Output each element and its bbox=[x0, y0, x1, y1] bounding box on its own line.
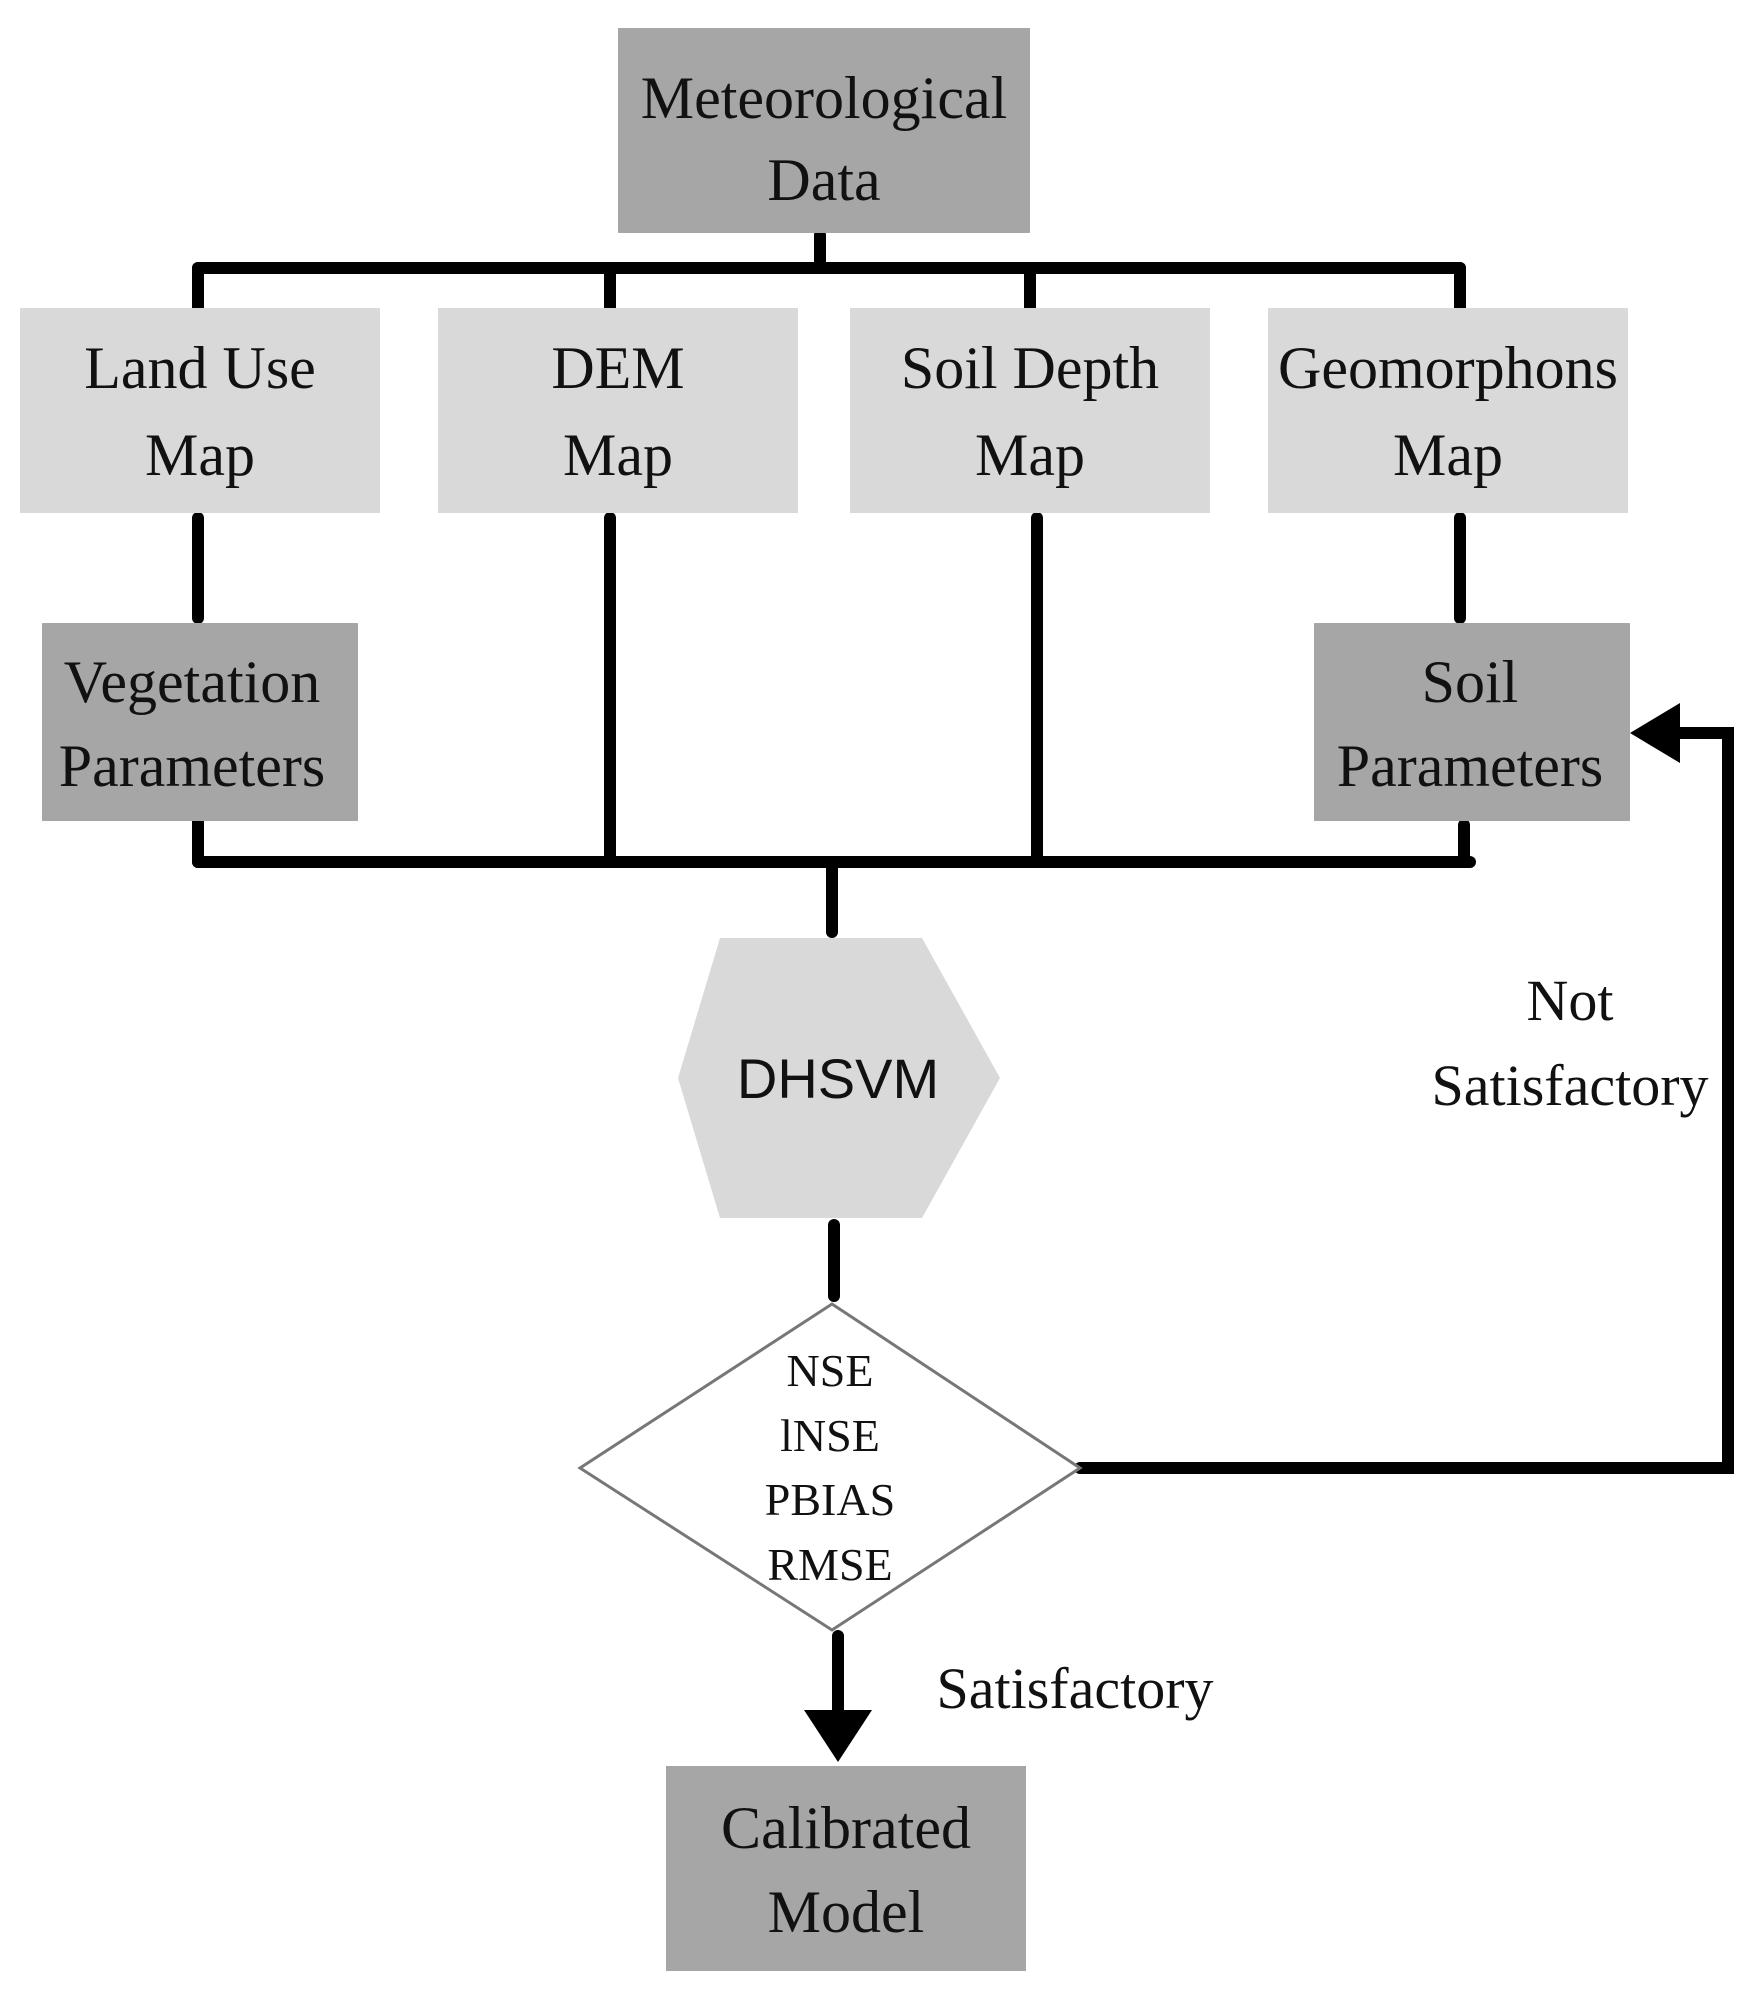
meteorological-box bbox=[618, 28, 1030, 233]
dhsvm-hexagon bbox=[678, 938, 1000, 1218]
metric-lnse: lNSE bbox=[780, 1410, 880, 1461]
satisfactory-label: Satisfactory bbox=[936, 1656, 1213, 1721]
vegetation-label-line2: Parameters bbox=[59, 733, 326, 799]
metrics-diamond bbox=[577, 1302, 1083, 1632]
land-use-label-line2: Map bbox=[145, 422, 255, 488]
dhsvm-label: DHSVM bbox=[737, 1047, 939, 1110]
node-land-use-map: Land Use Map bbox=[20, 308, 380, 513]
soil-params-box bbox=[1314, 623, 1630, 821]
soil-params-label-line1: Soil bbox=[1422, 649, 1519, 715]
calibrated-box bbox=[666, 1766, 1026, 1971]
geomorphons-label-line1: Geomorphons bbox=[1278, 335, 1618, 401]
node-metrics-decision: NSE lNSE PBIAS RMSE bbox=[577, 1302, 1083, 1632]
metric-rmse: RMSE bbox=[767, 1539, 892, 1590]
dem-label-line2: Map bbox=[563, 422, 673, 488]
land-use-label-line1: Land Use bbox=[84, 335, 316, 401]
calibrated-label-line2: Model bbox=[768, 1879, 925, 1945]
connector-feedback-loop bbox=[1074, 727, 1734, 1474]
not-satisfactory-label-line1: Not bbox=[1527, 968, 1614, 1033]
not-satisfactory-label-line2: Satisfactory bbox=[1431, 1053, 1708, 1118]
soil-params-label-line2: Parameters bbox=[1337, 733, 1604, 799]
dem-box bbox=[438, 308, 798, 513]
soil-depth-label-line2: Map bbox=[975, 422, 1085, 488]
dem-label-line1: DEM bbox=[551, 335, 684, 401]
geomorphons-label-line2: Map bbox=[1393, 422, 1503, 488]
metric-pbias: PBIAS bbox=[765, 1474, 895, 1525]
meteorological-label-line1: Meteorological bbox=[641, 65, 1008, 131]
node-soil-parameters: Soil Parameters bbox=[1314, 623, 1630, 821]
node-soil-depth-map: Soil Depth Map bbox=[850, 308, 1210, 513]
node-vegetation-parameters: Vegetation Parameters bbox=[42, 623, 358, 821]
metric-nse: NSE bbox=[787, 1345, 874, 1396]
arrowhead-not-satisfactory bbox=[1630, 703, 1680, 763]
vegetation-box bbox=[42, 623, 358, 821]
vegetation-label-line1: Vegetation bbox=[64, 649, 321, 715]
land-use-box bbox=[20, 308, 380, 513]
node-dem-map: DEM Map bbox=[438, 308, 798, 513]
node-dhsvm: DHSVM bbox=[678, 938, 1000, 1218]
geomorphons-box bbox=[1268, 308, 1628, 513]
soil-depth-label-line1: Soil Depth bbox=[901, 335, 1159, 401]
meteorological-label-line2: Data bbox=[767, 147, 880, 213]
node-calibrated-model: Calibrated Model bbox=[666, 1766, 1026, 1971]
connectors bbox=[192, 229, 1734, 1762]
calibrated-label-line1: Calibrated bbox=[721, 1795, 971, 1861]
soil-depth-box bbox=[850, 308, 1210, 513]
arrowhead-satisfactory bbox=[804, 1710, 872, 1762]
node-geomorphons-map: Geomorphons Map bbox=[1268, 308, 1628, 513]
node-meteorological-data: Meteorological Data bbox=[618, 28, 1030, 233]
